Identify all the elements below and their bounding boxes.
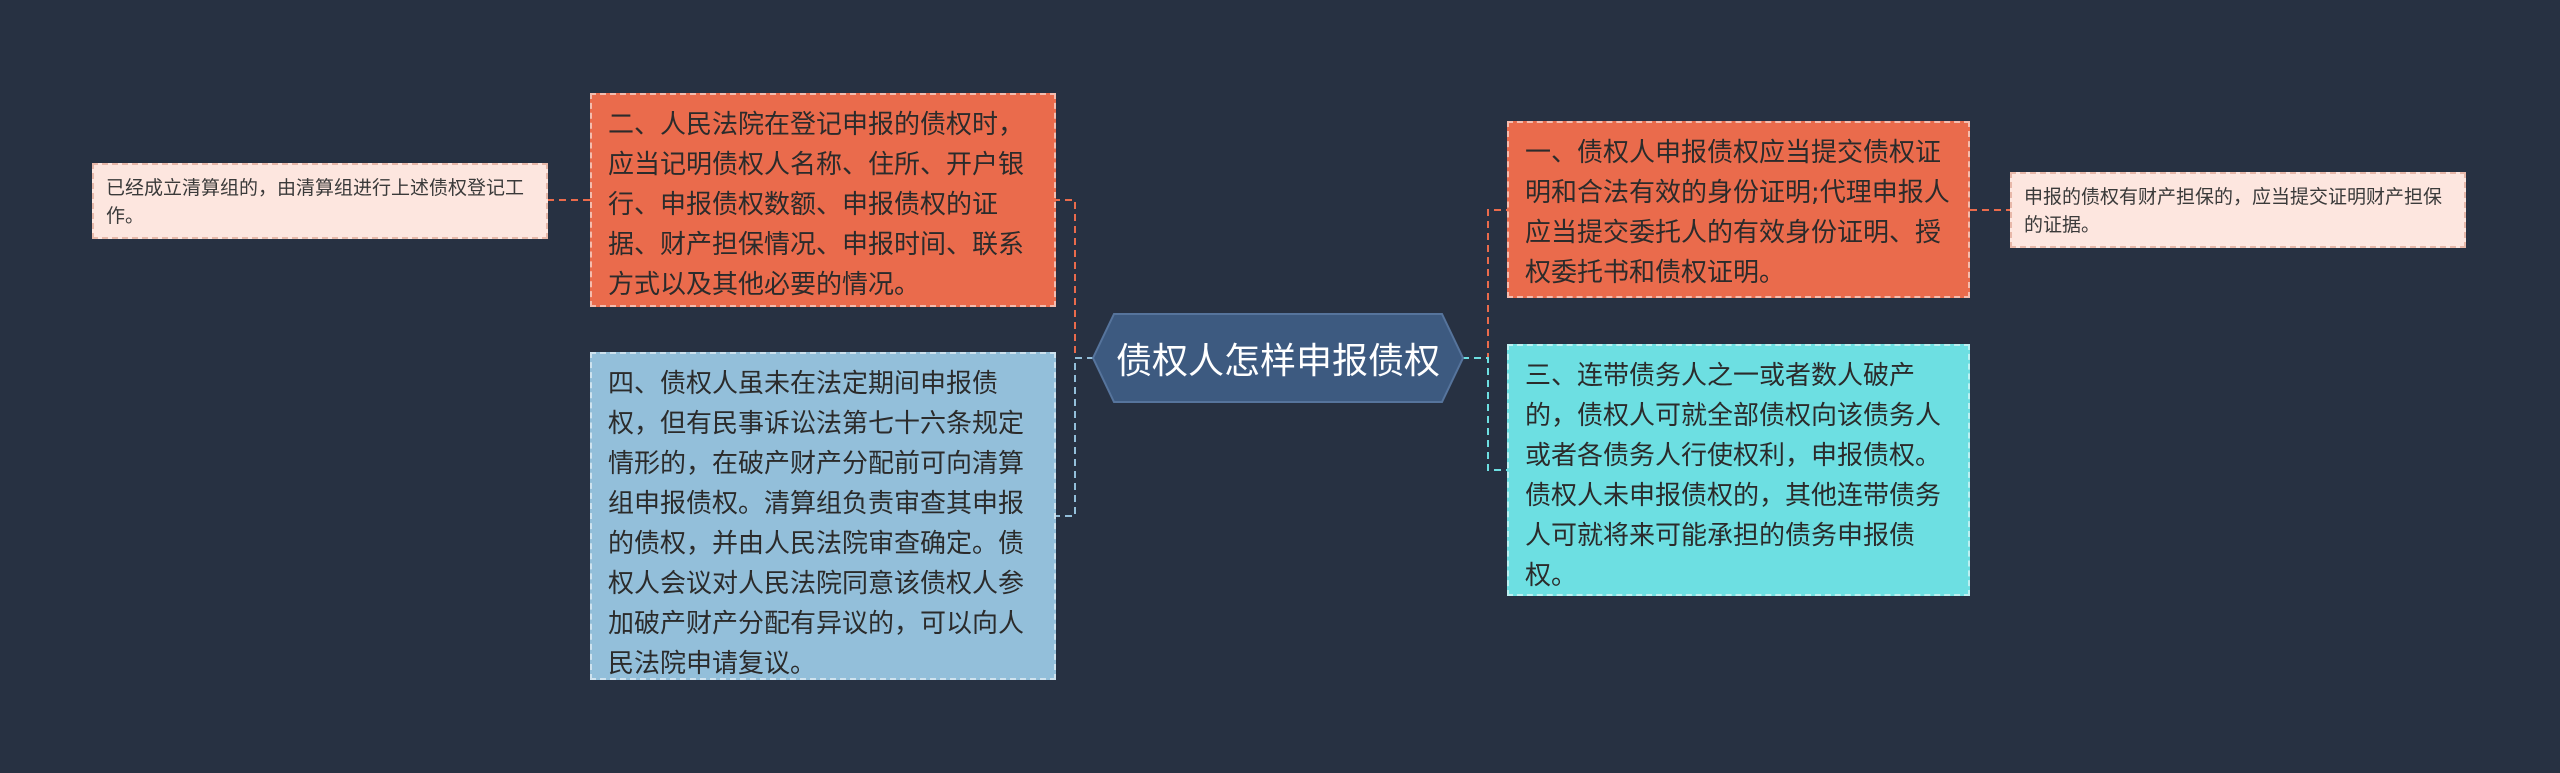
topic-left-top-text: 二、人民法院在登记申报的债权时，应当记明债权人名称、住所、开户银行、申报债权数额…	[608, 110, 1025, 300]
topic-right-bottom-text: 三、连带债务人之一或者数人破产的，债权人可就全部债权向该债务人或者各债务人行使权…	[1525, 361, 1942, 591]
central-topic-shape	[1092, 313, 1464, 403]
topic-left-top[interactable]: 二、人民法院在登记申报的债权时，应当记明债权人名称、住所、开户银行、申报债权数额…	[590, 93, 1056, 307]
central-topic-label: 债权人怎样申报债权	[1115, 341, 1440, 382]
topic-right-top-text: 一、债权人申报债权应当提交债权证明和合法有效的身份证明;代理申报人应当提交委托人…	[1525, 138, 1950, 288]
note-left-top-text: 已经成立清算组的，由清算组进行上述债权登记工作。	[106, 177, 525, 227]
topic-left-bottom-text: 四、债权人虽未在法定期间申报债权，但有民事诉讼法第七十六条规定情形的，在破产财产…	[608, 369, 1025, 679]
note-left-top[interactable]: 已经成立清算组的，由清算组进行上述债权登记工作。	[92, 163, 548, 239]
note-right-top[interactable]: 申报的债权有财产担保的，应当提交证明财产担保的证据。	[2010, 172, 2466, 248]
note-right-top-text: 申报的债权有财产担保的，应当提交证明财产担保的证据。	[2024, 186, 2443, 236]
central-topic[interactable]: 债权人怎样申报债权	[1092, 313, 1464, 403]
topic-right-bottom[interactable]: 三、连带债务人之一或者数人破产的，债权人可就全部债权向该债务人或者各债务人行使权…	[1507, 344, 1970, 596]
topic-right-top[interactable]: 一、债权人申报债权应当提交债权证明和合法有效的身份证明;代理申报人应当提交委托人…	[1507, 121, 1970, 298]
topic-left-bottom[interactable]: 四、债权人虽未在法定期间申报债权，但有民事诉讼法第七十六条规定情形的，在破产财产…	[590, 352, 1056, 680]
